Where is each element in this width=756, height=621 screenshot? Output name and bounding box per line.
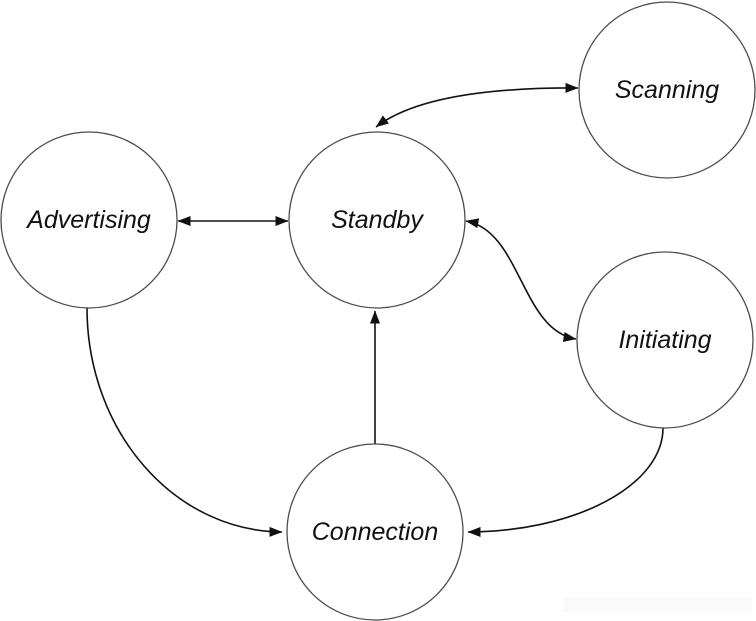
transition-standby-scanning-arrow [375,82,579,128]
state-label-scanning: Scanning [615,76,719,104]
transition-standby-initiating-arrow [465,218,577,342]
watermark-remnant [563,597,752,612]
transition-initiating-connection-arrow [467,427,664,537]
transition-advertising-connection-arrow [86,307,283,537]
state-label-connection: Connection [312,518,438,546]
state-label-standby: Standby [331,206,424,234]
state-label-initiating: Initiating [618,326,711,354]
state-circle-initiating [576,251,754,429]
state-label-advertising: Advertising [25,206,151,234]
state-circle-scanning [578,1,756,179]
state-circle-connection [286,443,464,621]
state-circle-standby [288,131,466,309]
transitions-group [86,82,664,537]
state-circle-advertising [0,131,178,309]
